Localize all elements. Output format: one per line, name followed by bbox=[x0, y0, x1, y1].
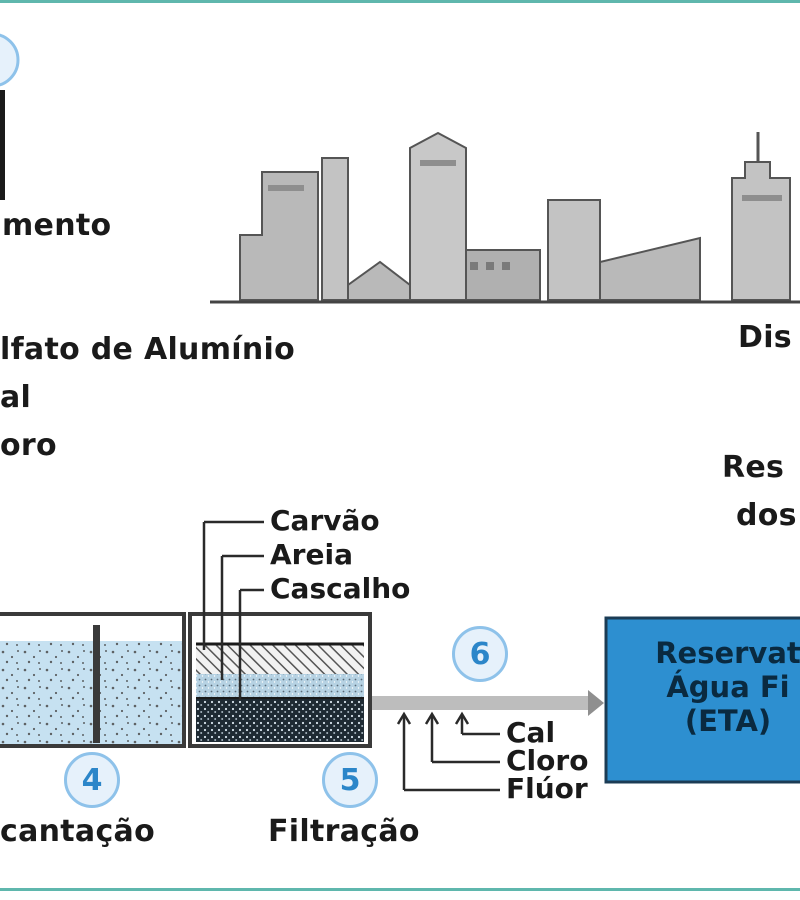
top-frame-line bbox=[0, 0, 800, 3]
reservoir-box-line-3: (ETA) bbox=[684, 704, 772, 738]
chemical-label-1: lfato de Alumínio bbox=[0, 332, 295, 367]
reservoir-label-2: dos bbox=[736, 498, 797, 533]
treatment-label: mento bbox=[2, 208, 112, 243]
step-badge-4: 4 bbox=[64, 752, 120, 808]
distribution-label: Dis bbox=[738, 320, 792, 355]
chemical-label-2: al bbox=[0, 380, 32, 415]
decantation-tank bbox=[0, 612, 186, 748]
reservoir-box-line-2: Água Fi bbox=[666, 670, 790, 704]
filter-layer-leaders bbox=[202, 520, 264, 700]
step-badge-partial bbox=[0, 33, 20, 200]
areia-label: Areia bbox=[270, 538, 353, 571]
carvao-label: Carvão bbox=[270, 504, 380, 537]
outlet-pipe bbox=[372, 690, 604, 716]
step-badge-5: 5 bbox=[322, 752, 378, 808]
filtration-tank bbox=[188, 612, 372, 748]
filtracao-label: Filtração bbox=[268, 814, 420, 849]
city-skyline bbox=[210, 131, 800, 304]
reservoir-box-line-1: Reservat bbox=[655, 636, 800, 670]
bottom-frame-line bbox=[0, 888, 800, 891]
cal-label: Cal bbox=[506, 716, 556, 749]
reservoir-box bbox=[604, 616, 800, 784]
reservoir-box-text: Reservat Água Fi (ETA) bbox=[608, 636, 800, 738]
decantacao-label: cantação bbox=[0, 814, 156, 849]
cascalho-label: Cascalho bbox=[270, 572, 411, 605]
dosing-arrows bbox=[396, 711, 500, 792]
reservoir-label-1: Res bbox=[722, 450, 785, 485]
cloro-label: Cloro bbox=[506, 744, 589, 777]
fluor-label: Flúor bbox=[506, 772, 588, 805]
step-badge-6: 6 bbox=[452, 626, 508, 682]
chemical-label-3: oro bbox=[0, 428, 57, 463]
